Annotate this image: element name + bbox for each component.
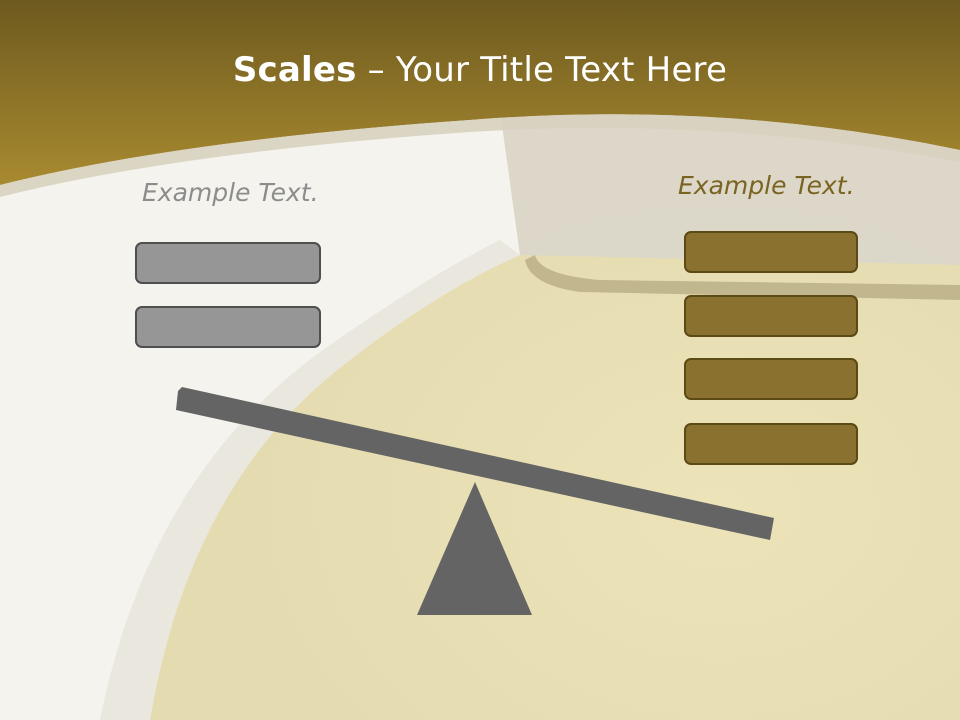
right-box[interactable] xyxy=(684,358,858,400)
right-box[interactable] xyxy=(684,295,858,337)
right-example-label: Example Text. xyxy=(678,171,855,200)
scale-fulcrum xyxy=(417,482,532,615)
header-band xyxy=(0,0,960,185)
slide-title: Scales – Your Title Text Here xyxy=(0,50,960,90)
title-bold: Scales xyxy=(232,50,357,90)
left-box[interactable] xyxy=(135,306,321,348)
right-box[interactable] xyxy=(684,231,858,273)
left-example-label: Example Text. xyxy=(142,178,319,207)
right-box[interactable] xyxy=(684,423,858,465)
title-rest: – Your Title Text Here xyxy=(356,50,728,90)
scale-beam xyxy=(176,387,774,540)
left-box[interactable] xyxy=(135,242,321,284)
